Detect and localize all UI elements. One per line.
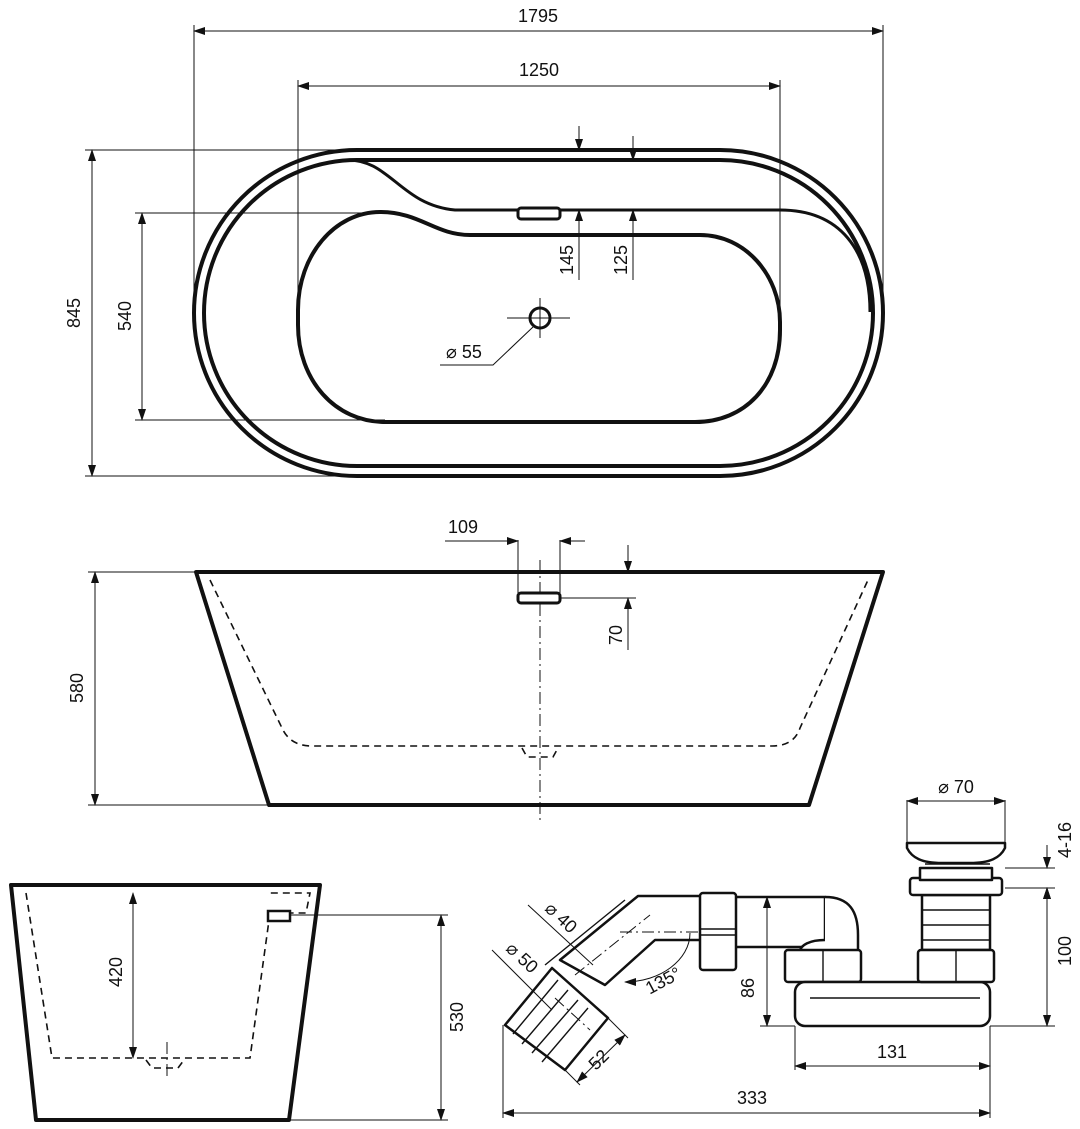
dim-overflow-width: 109 (448, 517, 478, 537)
tub-basin-outline (296, 210, 782, 424)
end-view: 420 530 (9, 883, 467, 1122)
drain-diameter-label: ⌀ 55 (446, 342, 482, 362)
dim-overall-width: 845 (64, 298, 84, 328)
dim-pipe-diameter-40: ⌀ 40 (541, 898, 581, 937)
drain-cap (905, 841, 1007, 865)
dim-kit-height: 100 (1055, 936, 1075, 966)
side-view: 109 70 580 (67, 517, 885, 820)
drain-elbow (798, 895, 860, 954)
dim-total-length: 333 (737, 1088, 767, 1108)
tub-side-inner-dashed (209, 579, 869, 747)
dim-end-height: 530 (447, 1002, 467, 1032)
dim-overflow-depth: 70 (606, 625, 626, 645)
side-overflow-slot (516, 591, 562, 605)
drain-leader (440, 326, 534, 366)
dim-outlet-length: 52 (585, 1046, 613, 1074)
tub-side-profile (194, 570, 885, 807)
dim-pipe-diameter-50: ⌀ 50 (502, 938, 542, 977)
dim-adjustment: 4-16 (1055, 822, 1075, 858)
dim-overall-length: 1795 (518, 6, 558, 26)
dim-angle: 135° (642, 963, 684, 998)
angle-arc (624, 932, 691, 986)
end-overflow-slot (266, 909, 292, 923)
tub-side-drain-dashed (521, 747, 559, 758)
dim-cap-diameter: ⌀ 70 (938, 777, 974, 797)
dim-inner-length: 1250 (519, 60, 559, 80)
dim-overflow-offset-outer: 145 (557, 245, 577, 275)
drain-union-nut (698, 891, 738, 972)
dim-inner-width: 540 (115, 301, 135, 331)
dim-trap-height: 86 (738, 978, 758, 998)
tub-outer-rim (192, 148, 885, 478)
tub-rim-inner-edge (202, 158, 875, 468)
dim-overflow-offset-inner: 125 (611, 245, 631, 275)
dim-end-inner-depth: 420 (106, 957, 126, 987)
tub-end-inner-dashed (25, 892, 311, 1059)
dim-line-outlet-length (576, 1034, 626, 1083)
drain-trap-body (793, 980, 992, 1028)
drain-horizontal-pipe (733, 895, 827, 949)
overflow-slot (516, 206, 562, 221)
drain-waste-body (920, 893, 992, 952)
dim-side-height: 580 (67, 673, 87, 703)
tub-end-drain-dashed (145, 1059, 185, 1069)
top-view: ⌀ 55 1795 1250 845 540 145 125 (64, 6, 885, 478)
dim-trap-length: 131 (877, 1042, 907, 1062)
drain-kit: ⌀ 70 4-16 100 86 ⌀ 40 ⌀ 50 135° 52 (491, 777, 1075, 1118)
drain-angled-pipe (558, 894, 704, 987)
drain-thread (918, 866, 994, 882)
